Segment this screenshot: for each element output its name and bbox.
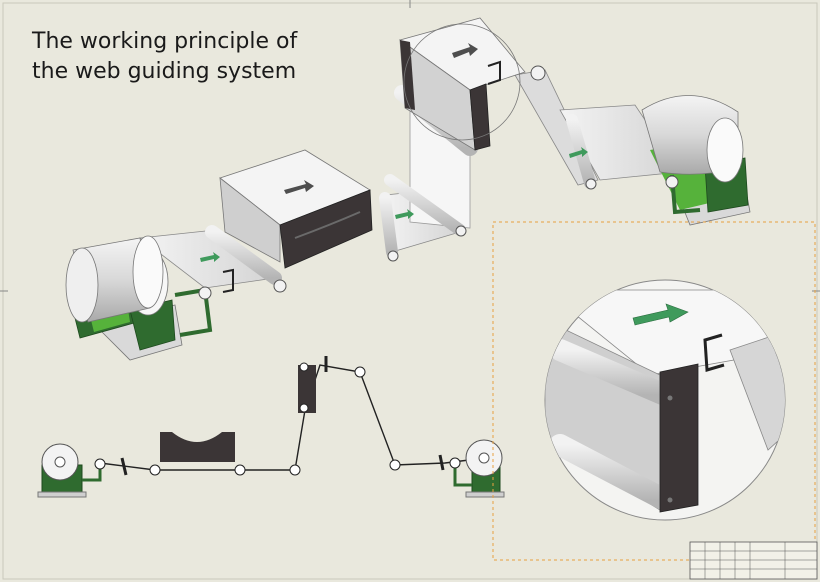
rewind-stand: [641, 95, 751, 226]
title-line-2: the web guiding system: [32, 59, 297, 84]
diagram-title: The working principle of the web guiding…: [32, 27, 302, 87]
detail-roller: [549, 339, 676, 406]
schematic-idler: [389, 459, 401, 471]
idler-roller: [205, 225, 287, 293]
schematic-idler: [234, 464, 246, 476]
web-direction-arrow-icon: [632, 303, 689, 326]
web-guide-unit-1: [219, 149, 373, 269]
schematic-unwind: [37, 443, 106, 498]
detail-roller: [549, 434, 676, 511]
detail-callout-circle: [403, 23, 521, 141]
schematic-web-path: [37, 356, 505, 498]
isometric-web-line: [65, 17, 751, 361]
schematic-sensor: [438, 454, 445, 471]
schematic-guide-2: [298, 356, 328, 413]
edge-sensor-icon: [487, 60, 501, 85]
title-block: [689, 541, 818, 580]
detail-guide-plate: [659, 363, 699, 513]
idler-roller: [379, 192, 399, 262]
schematic-idler: [149, 464, 161, 476]
web-direction-arrow-icon: [200, 252, 220, 262]
schematic-web-line: [99, 364, 486, 471]
schematic-sensor: [120, 457, 128, 476]
detail-view: [544, 279, 786, 521]
schematic-guide-1: [160, 432, 235, 462]
edge-sensor-icon: [222, 268, 234, 293]
schematic-idler: [354, 366, 366, 378]
roller-end: [530, 65, 546, 81]
web-direction-arrow-icon: [395, 209, 414, 219]
web-direction-arrow-icon: [284, 180, 314, 194]
web-direction-arrow-icon: [569, 147, 588, 158]
schematic-rewind: [449, 439, 505, 498]
title-line-1: The working principle of: [32, 29, 298, 54]
web-guide-unit-2: [399, 17, 526, 151]
edge-sensor-icon: [703, 333, 725, 372]
schematic-idler: [289, 464, 301, 476]
web-direction-arrow-icon: [452, 43, 478, 58]
unwind-stand: [65, 235, 213, 361]
idler-roller: [384, 174, 467, 237]
